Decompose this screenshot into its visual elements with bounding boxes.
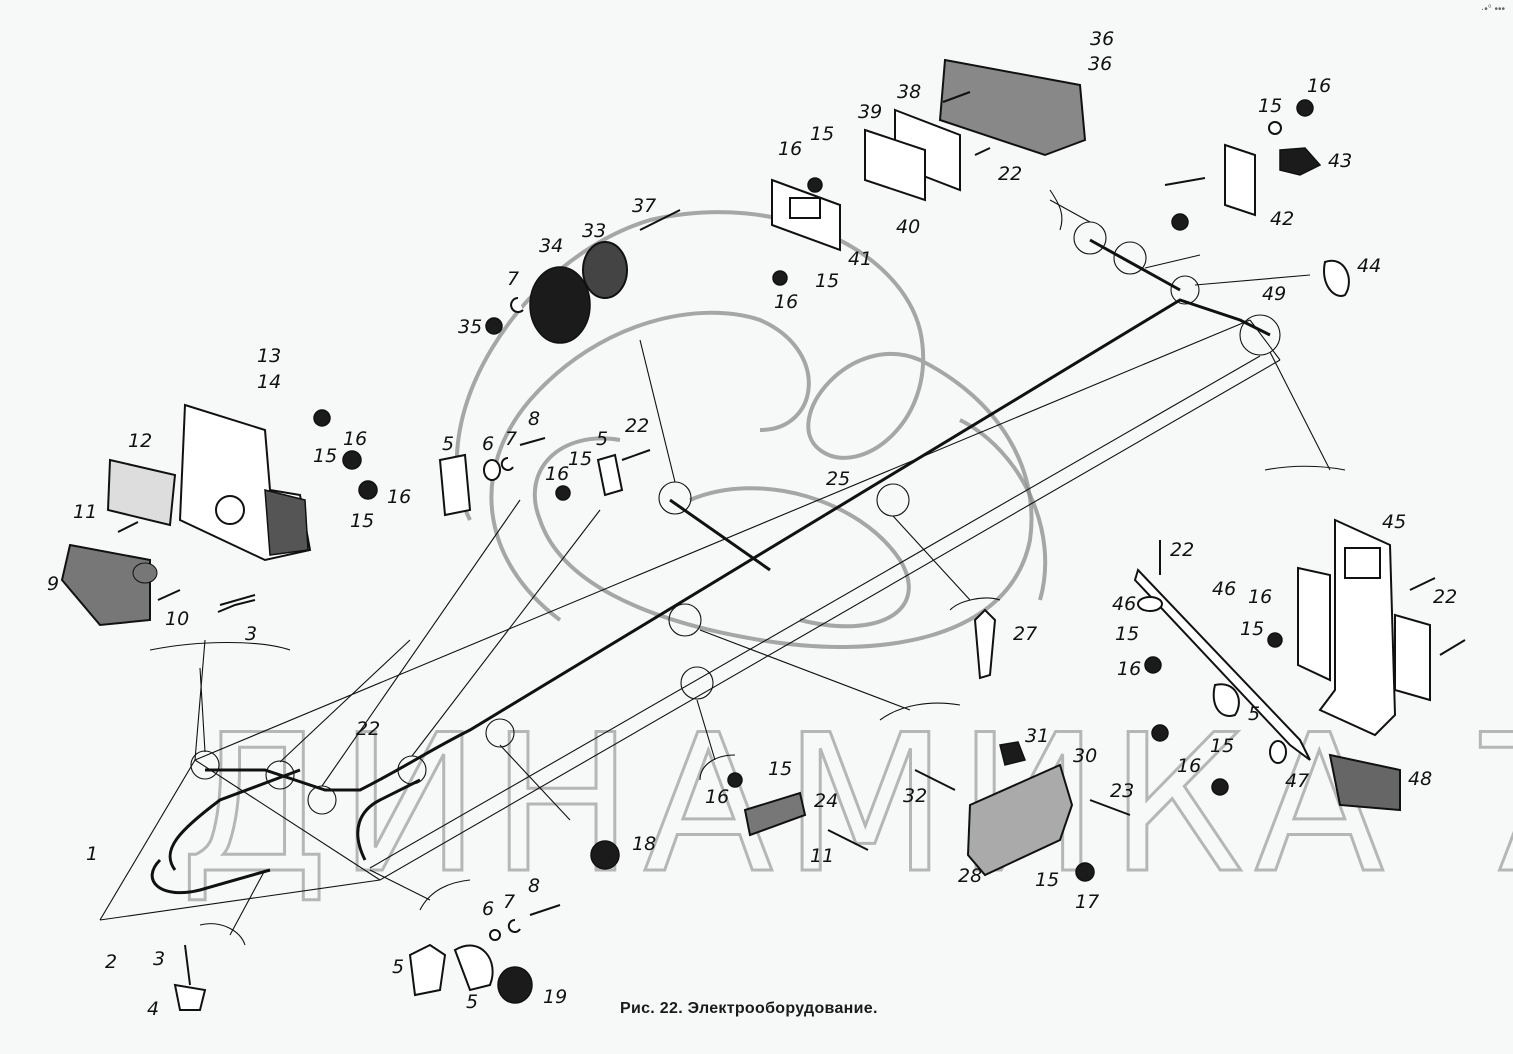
callout-5: 5 [466,991,478,1013]
callout-44: 45 [1382,511,1406,533]
callout-15: 15 [815,270,839,292]
callout-15: 15 [1115,623,1139,645]
callout-11: 11 [810,845,834,867]
callout-18: 19 [543,986,567,1008]
callout-7: 7 [507,268,519,290]
callout-22: 22 [998,163,1022,185]
center-lamp-assembly [590,608,1131,882]
callout-4: 4 [147,998,159,1020]
callout-15: 15 [313,445,337,467]
callout-8: 8 [528,408,540,430]
callout-43: 44 [1357,255,1381,277]
callout-16: 16 [705,786,729,808]
leader-lines [149,189,1346,946]
callout-48: 49 [1262,283,1286,305]
tail-lamp-assembly-left [60,403,378,627]
reflector-assembly [485,209,681,344]
watermark-logo [454,210,1048,649]
top-lamp-assembly [771,58,1087,286]
bottom-hardware [173,437,651,1011]
callout-10: 10 [165,608,189,630]
callout-16: 16 [1117,658,1141,680]
callout-41: 42 [1270,208,1294,230]
callout-30: 31 [1025,725,1049,747]
callout-15: 15 [1240,618,1264,640]
callout-1: 1 [86,843,98,865]
callout-37: 38 [897,81,921,103]
callout-36: 37 [632,195,656,217]
callout-22: 22 [625,415,649,437]
callout-45: 46 [1212,578,1236,600]
callout-27: 28 [958,865,982,887]
callout-46: 46 [1112,593,1136,615]
callout-7: 7 [505,428,517,450]
callout-3: 3 [153,948,165,970]
callout-17: 18 [632,833,656,855]
callout-labels: 1 2 3 3 4 5 5 5 5 5 6 6 7 7 7 8 8 9 10 1… [47,28,1457,1020]
callout-12: 12 [128,430,152,452]
mount-plate-assembly [1133,518,1466,812]
callout-34: 35 [458,316,482,338]
callout-28: 30 [1073,745,1097,767]
callout-13: 13 [257,345,281,367]
callout-23: 24 [814,790,838,812]
callout-38: 39 [858,101,882,123]
callout-15: 15 [1258,95,1282,117]
frame-rails [99,319,1281,921]
callout-15: 15 [768,758,792,780]
callout-5: 5 [442,433,454,455]
callout-15: 15 [1210,735,1234,757]
figure-caption: Рис. 22. Электрооборудование. [620,1000,878,1017]
callout-15: 15 [568,448,592,470]
callout-36: 36 [1088,53,1112,75]
callout-16: 16 [1177,755,1201,777]
callout-35: 36 [1090,28,1114,50]
callout-15: 15 [1035,869,1059,891]
callout-5: 5 [596,428,608,450]
callout-16: 17 [1075,891,1099,913]
callout-25: 27 [1013,623,1037,645]
callout-39: 40 [896,216,920,238]
callout-16: 16 [545,463,569,485]
callout-3: 3 [245,623,257,645]
callout-6: 6 [482,898,494,920]
callout-16: 16 [387,486,411,508]
callout-47: 48 [1408,768,1432,790]
callout-8: 8 [528,875,540,897]
callout-6: 6 [482,433,494,455]
callout-33: 34 [539,235,563,257]
callout-15: 15 [350,510,374,532]
callout-22: 22 [1170,539,1194,561]
callout-9: 9 [47,573,59,595]
callout-16: 16 [1248,586,1272,608]
callout-16: 16 [343,428,367,450]
callout-42: 43 [1328,150,1352,172]
callout-40: 41 [848,248,872,270]
callout-46: 47 [1285,770,1309,792]
callout-31: 32 [903,785,927,807]
callout-24: 25 [826,468,850,490]
callout-32: 33 [582,220,606,242]
corner-marks: ·•° ••• [1480,4,1505,15]
callout-7: 7 [503,891,515,913]
callout-11: 11 [73,501,97,523]
callout-16: 16 [1307,75,1331,97]
callout-22: 22 [1433,586,1457,608]
callout-15: 15 [810,123,834,145]
callout-16: 16 [778,138,802,160]
callout-19: 22 [356,718,380,740]
callout-22: 23 [1110,780,1134,802]
callout-2: 2 [105,951,117,973]
callout-16: 16 [774,291,798,313]
callout-5: 5 [392,956,404,978]
callout-14: 14 [257,371,281,393]
callout-5: 5 [1248,703,1260,725]
wiring-harness [150,238,1271,895]
right-bracket-assembly [1164,99,1350,297]
